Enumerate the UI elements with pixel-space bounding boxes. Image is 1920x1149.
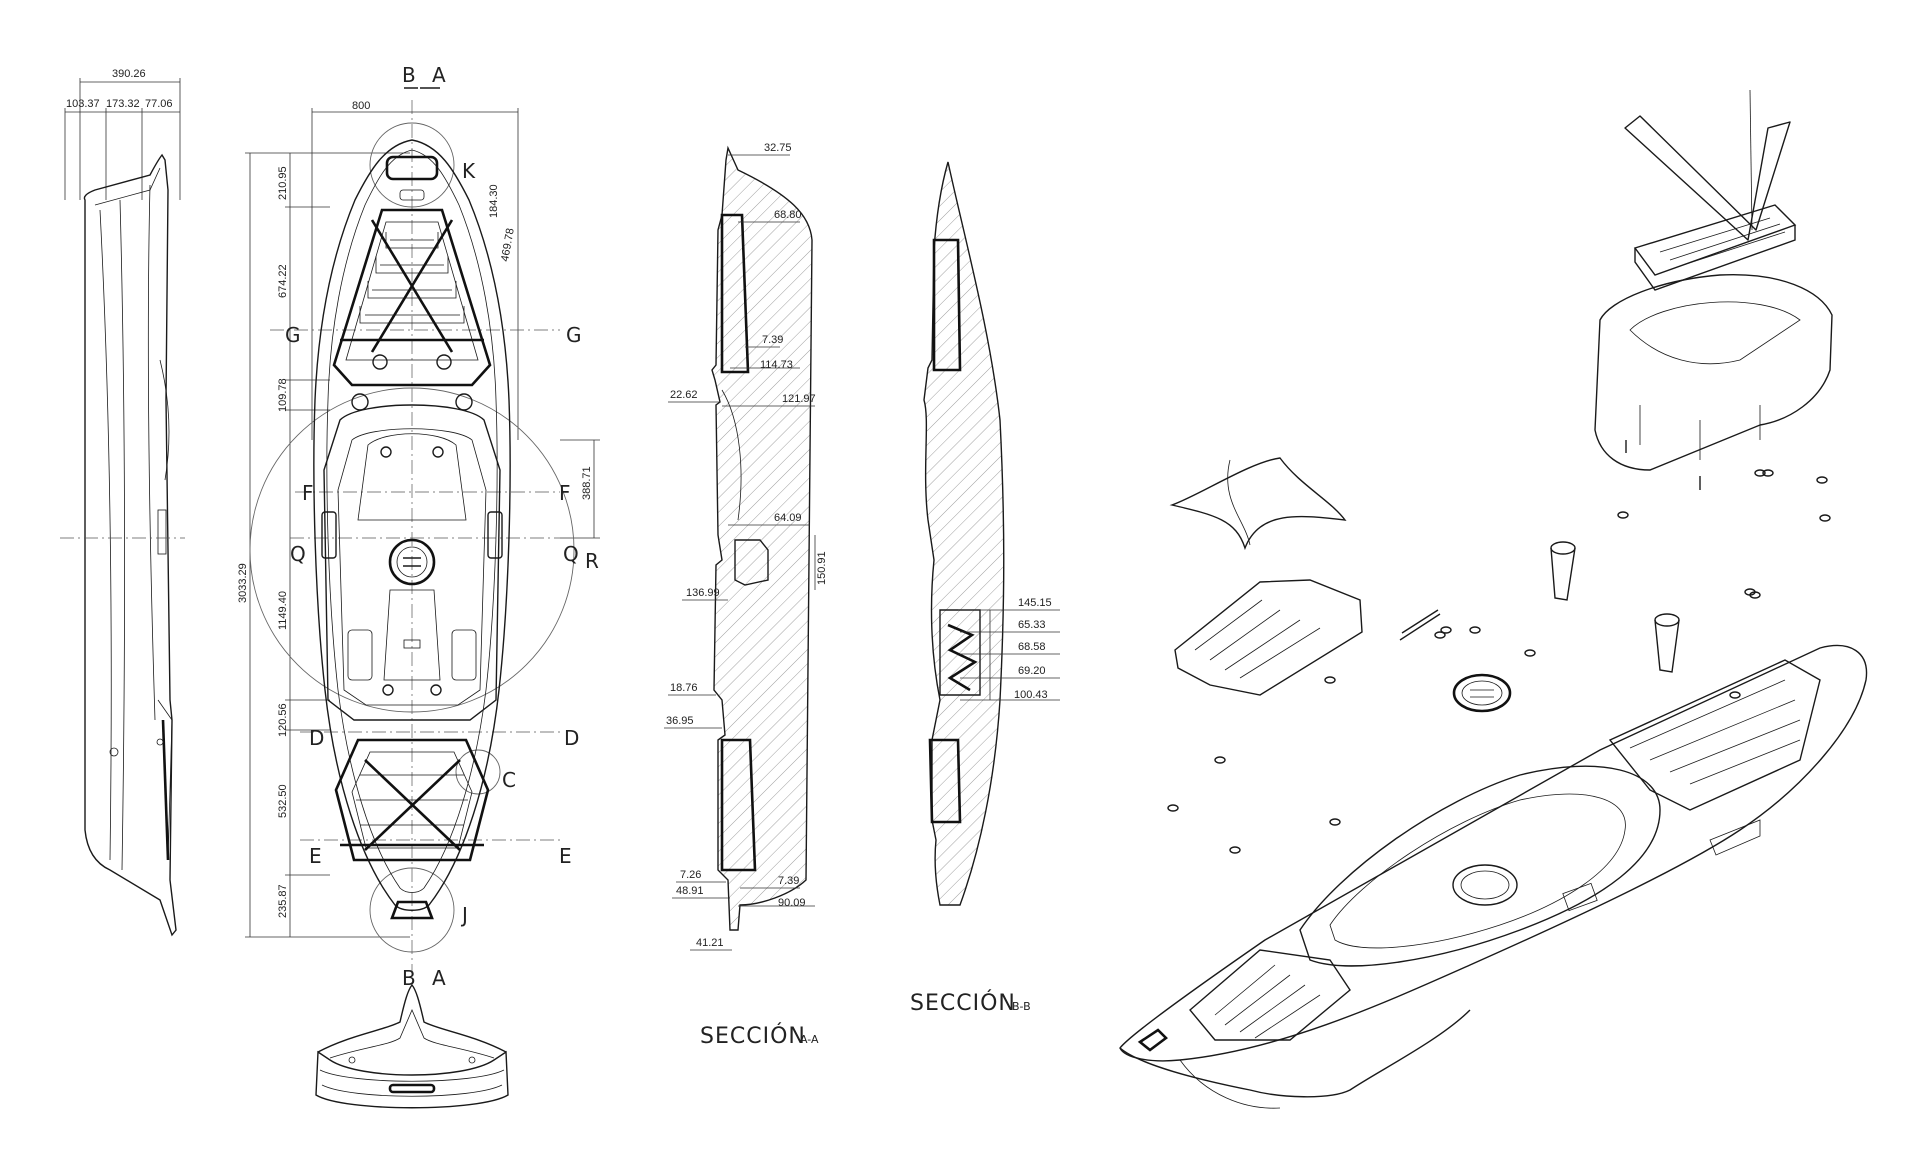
dim-1149-40: 1149.40 <box>277 591 289 630</box>
sec-b-100-43: 100.43 <box>1014 689 1048 701</box>
cut-g-right: G <box>566 323 582 347</box>
dim-109-78: 109.78 <box>277 378 289 412</box>
side-view: 390.26 103.37 173.32 77.06 <box>60 68 185 937</box>
sec-a-36-95: 36.95 <box>666 715 694 727</box>
sec-b-65-33: 65.33 <box>1018 619 1046 631</box>
section-a: 32.75 68.80 7.39 114.73 22.62 121.97 64.… <box>664 142 828 1049</box>
sec-a-64-09: 64.09 <box>774 512 802 524</box>
dim-120-56: 120.56 <box>277 703 289 737</box>
sec-a-90-09: 90.09 <box>778 897 806 909</box>
sec-a-68-80: 68.80 <box>774 209 802 221</box>
sec-a-22-62: 22.62 <box>670 389 698 401</box>
top-view: B A B A 800 3033.29 210.95 674.22 109.78… <box>237 63 600 990</box>
cut-d-left: D <box>309 726 324 750</box>
section-b-title: SECCIÓN <box>910 990 1016 1016</box>
dim-469-78: 469.78 <box>499 227 517 262</box>
front-well-ribs <box>358 232 466 341</box>
dim-210-95: 210.95 <box>277 166 289 200</box>
side-width-3: 77.06 <box>145 98 173 110</box>
sec-b-68-58: 68.58 <box>1018 641 1046 653</box>
sec-b-69-20: 69.20 <box>1018 665 1046 677</box>
detail-k: K <box>462 159 476 183</box>
sec-b-145-15: 145.15 <box>1018 597 1052 609</box>
dim-overall-length: 3033.29 <box>237 563 249 603</box>
side-width-2: 173.32 <box>106 98 140 110</box>
dim-235-87: 235.87 <box>277 884 289 918</box>
front-view <box>315 983 509 1109</box>
sec-a-48-91: 48.91 <box>676 885 704 897</box>
hardware-screws <box>1167 469 1831 854</box>
cut-g-left: G <box>285 323 301 347</box>
cut-d-right: D <box>564 726 579 750</box>
dim-532-50: 532.50 <box>277 784 289 818</box>
section-b-suffix: B-B <box>1012 1000 1031 1013</box>
section-mark-a-bottom: A <box>432 966 446 990</box>
sec-a-114-73: 114.73 <box>760 359 793 371</box>
cut-e-left: E <box>309 844 322 868</box>
cut-f-left: F <box>302 481 314 505</box>
detail-c: C <box>502 768 516 792</box>
detail-j: J <box>460 903 468 927</box>
side-overall-width: 390.26 <box>112 68 146 80</box>
side-width-1: 103.37 <box>66 98 100 110</box>
sec-a-32-75: 32.75 <box>764 142 792 154</box>
cut-q-left: Q <box>290 542 306 566</box>
section-mark-b-bottom: B <box>402 966 416 990</box>
section-mark-a-top: A <box>432 63 446 87</box>
exploded-view <box>1119 89 1868 1109</box>
sec-a-7-26: 7.26 <box>680 869 701 881</box>
sec-a-121-97: 121.97 <box>782 393 816 405</box>
dim-388-71: 388.71 <box>581 466 593 500</box>
sec-a-136-99: 136.99 <box>686 587 720 599</box>
dim-184-30: 184.30 <box>488 184 500 218</box>
section-a-suffix: A-A <box>800 1033 819 1046</box>
cut-e-right: E <box>559 844 572 868</box>
detail-r: R <box>585 549 599 573</box>
section-a-title: SECCIÓN <box>700 1023 806 1049</box>
sec-a-150-91: 150.91 <box>816 551 828 585</box>
sec-a-7-39-top: 7.39 <box>762 334 783 346</box>
sec-a-41-21: 41.21 <box>696 937 724 949</box>
top-width: 800 <box>352 100 370 112</box>
cut-q-right: Q <box>563 542 579 566</box>
sec-a-18-76: 18.76 <box>670 682 698 694</box>
section-mark-b-top: B <box>402 63 416 87</box>
dim-674-22: 674.22 <box>277 264 289 298</box>
cut-f-right: F <box>559 481 571 505</box>
section-b: 145.15 65.33 68.58 69.20 100.43 SECCIÓN … <box>910 161 1060 1016</box>
sec-a-7-39-bottom: 7.39 <box>778 875 799 887</box>
